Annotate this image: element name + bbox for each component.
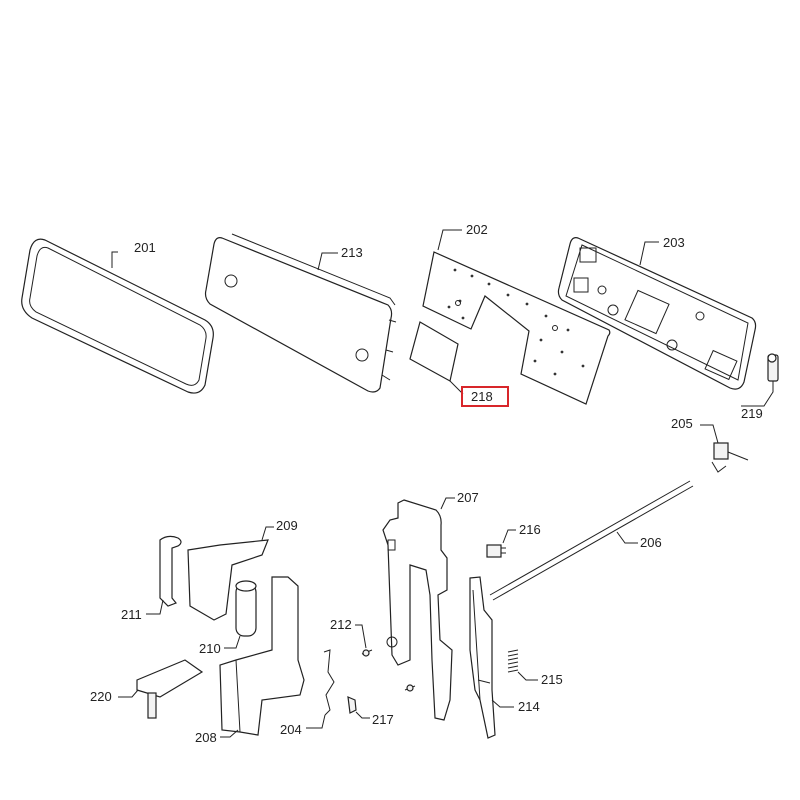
label-204[interactable]: 204 (280, 722, 302, 737)
part-203-housing (557, 237, 757, 390)
part-215-spring (507, 649, 538, 681)
part-214-slider (469, 576, 514, 739)
label-213[interactable]: 213 (341, 245, 363, 260)
part-211-latch (146, 535, 182, 615)
part-205-valve (700, 424, 749, 473)
part-207-bracket (382, 497, 455, 721)
highlight-box-218 (461, 386, 509, 407)
label-210[interactable]: 210 (199, 641, 221, 656)
label-211[interactable]: 211 (121, 607, 142, 622)
label-214[interactable]: 214 (518, 699, 540, 714)
label-205[interactable]: 205 (671, 416, 693, 431)
label-219[interactable]: 219 (741, 406, 763, 421)
part-219-sensor (741, 353, 779, 407)
label-215[interactable]: 215 (541, 672, 563, 687)
part-220-base (118, 659, 204, 719)
part-209-lid (187, 526, 274, 621)
label-218[interactable]: 218 (471, 389, 493, 404)
label-220[interactable]: 220 (90, 689, 112, 704)
part-206-rod (489, 480, 694, 601)
label-201[interactable]: 201 (134, 240, 156, 255)
label-203[interactable]: 203 (663, 235, 685, 250)
label-208[interactable]: 208 (195, 730, 217, 745)
label-216[interactable]: 216 (519, 522, 541, 537)
part-218-sheet (409, 321, 464, 395)
part-217-clip (347, 696, 370, 719)
part-210-cylinder (224, 580, 257, 649)
label-206[interactable]: 206 (640, 535, 662, 550)
label-209[interactable]: 209 (276, 518, 298, 533)
part-216-switch (486, 529, 516, 558)
part-204-spring-clip (306, 649, 335, 729)
label-207[interactable]: 207 (457, 490, 479, 505)
label-202[interactable]: 202 (466, 222, 488, 237)
part-213-panel (204, 233, 397, 393)
part-212-screws (355, 624, 416, 692)
part-202-membrane (422, 251, 611, 405)
part-208-housing (219, 576, 305, 738)
label-217[interactable]: 217 (372, 712, 394, 727)
label-212[interactable]: 212 (330, 617, 352, 632)
part-201-bezel (21, 238, 214, 394)
